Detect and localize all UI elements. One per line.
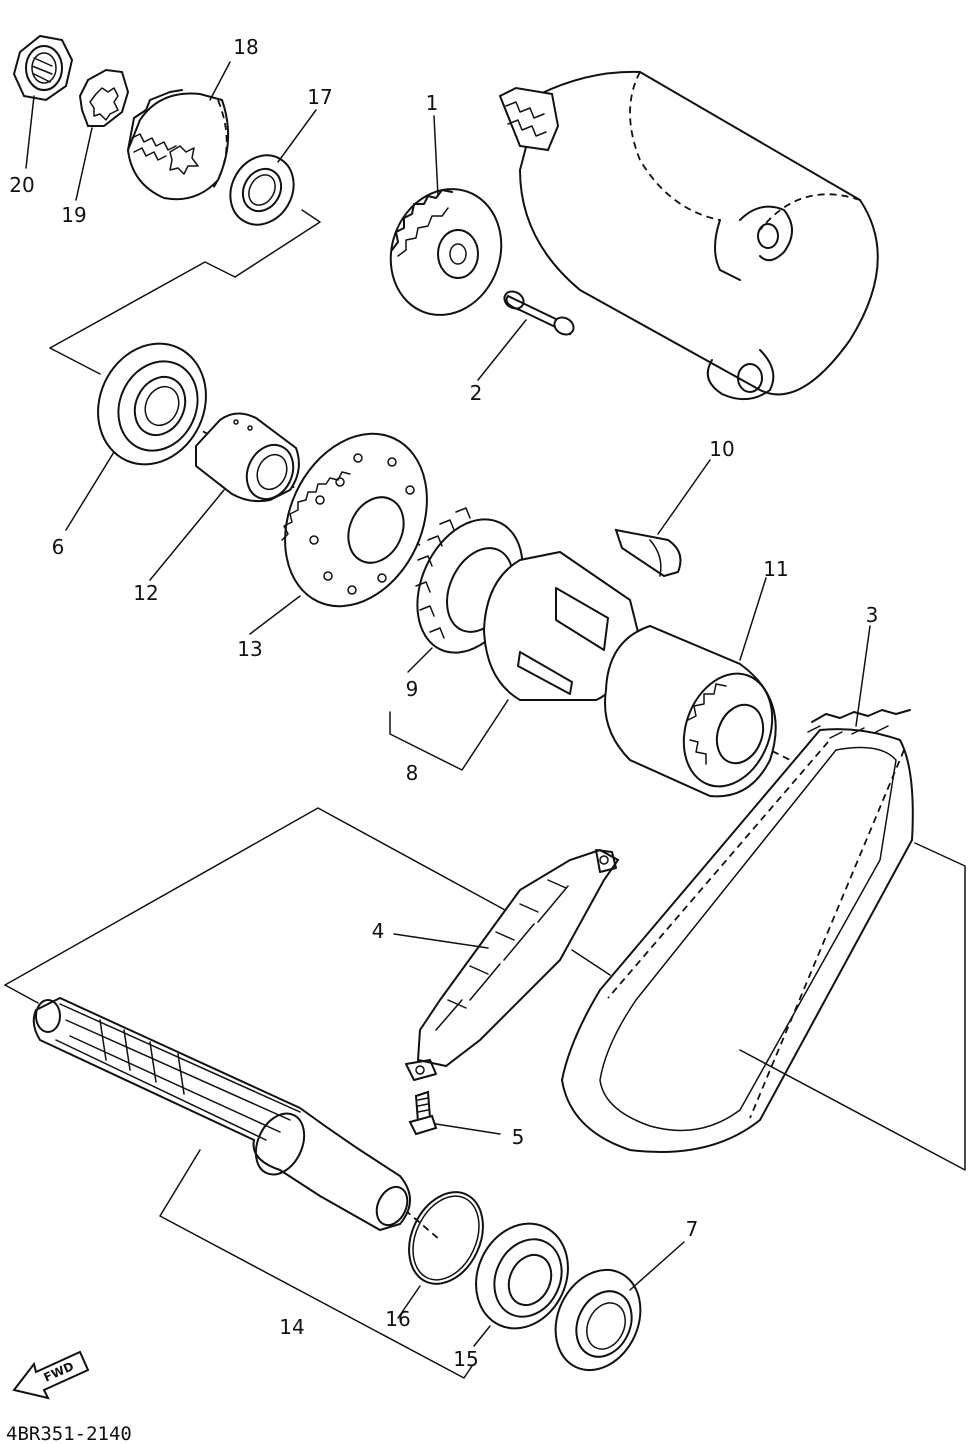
callout-9: 9 — [406, 677, 419, 701]
callout-8: 8 — [406, 761, 419, 785]
part-12-collar — [195, 412, 300, 503]
part-15-bearing — [475, 1222, 569, 1330]
part-11-clutch-gear — [604, 624, 777, 798]
callout-5: 5 — [512, 1125, 525, 1149]
callout-1: 1 — [426, 91, 439, 115]
callout-10: 10 — [709, 437, 734, 461]
callout-19: 19 — [61, 203, 86, 227]
part-5-bolt — [408, 1090, 438, 1136]
part-1-starter-gear — [389, 188, 503, 316]
callout-11: 11 — [763, 557, 788, 581]
part-6-bearing — [97, 342, 207, 466]
callout-3: 3 — [866, 603, 879, 627]
callout-2: 2 — [470, 381, 483, 405]
leader-lines — [25, 61, 871, 1379]
callout-14: 14 — [279, 1315, 304, 1339]
part-17-oil-seal — [229, 154, 295, 226]
part-10-key — [614, 528, 682, 578]
callout-18: 18 — [233, 35, 258, 59]
callout-15: 15 — [453, 1347, 478, 1371]
callout-13: 13 — [237, 637, 262, 661]
part-14-shaft — [32, 996, 411, 1232]
callout-17: 17 — [307, 85, 332, 109]
part-7-oil-seal — [554, 1268, 642, 1372]
callout-6: 6 — [52, 535, 65, 559]
callout-4: 4 — [372, 919, 385, 943]
callout-7: 7 — [686, 1217, 699, 1241]
callout-12: 12 — [133, 581, 158, 605]
starter-motor — [498, 70, 879, 401]
part-13-sprocket — [281, 432, 428, 608]
part-2-pin — [503, 290, 575, 336]
part-16-o-ring — [408, 1191, 484, 1285]
callout-20: 20 — [9, 173, 34, 197]
part-3-chain — [561, 709, 914, 1153]
fwd-arrow-icon: FWD — [12, 1350, 90, 1400]
callout-16: 16 — [385, 1307, 410, 1331]
part-20-nut — [12, 34, 74, 102]
part-18-gear — [126, 89, 230, 201]
part-4-chain-guide — [405, 848, 620, 1081]
callout-labels: 1 2 3 4 5 6 7 8 9 10 11 12 13 14 15 16 1… — [9, 35, 878, 1371]
part-19-lock-washer — [78, 68, 130, 127]
diagram-code: 4BR351-2140 — [6, 1423, 132, 1444]
